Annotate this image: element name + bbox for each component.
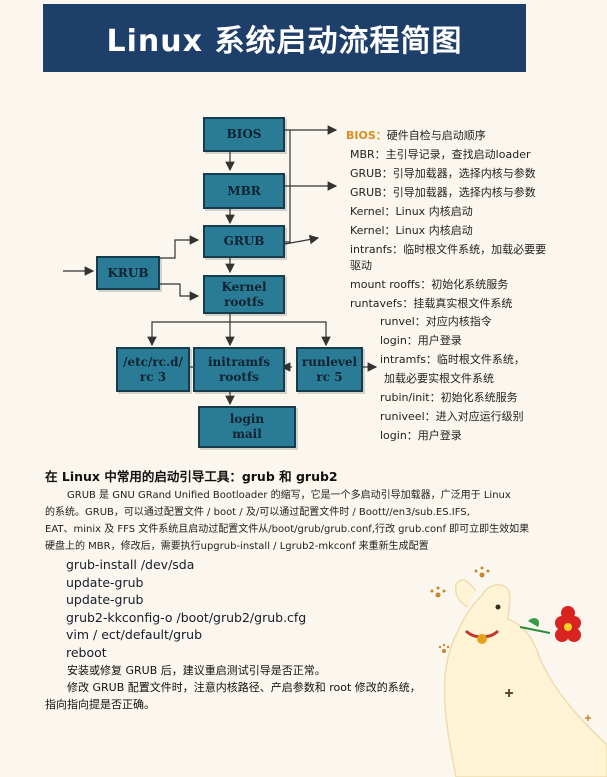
legend-item: Kernel：Linux 内核启动	[346, 202, 546, 221]
legend-item: Kernel：Linux 内核启动	[346, 221, 546, 240]
mbr-label: MBR	[227, 183, 261, 198]
legend-item: mount rooffs：初始化系统服务	[346, 275, 546, 294]
legend2-item: 加载必要实根文件系统	[384, 372, 494, 385]
runlevel-box: runlevel rc 5	[296, 347, 363, 392]
bios-label: BIOS	[226, 127, 262, 141]
paragraph-line: GRUB 是 GNU GRand Unified Bootloader 的缩写，…	[67, 490, 511, 501]
kernel-label-line1: Kernel	[221, 279, 267, 294]
legend-item: 驱动	[346, 256, 546, 275]
page-title: Linux 系统启动流程简图	[43, 4, 526, 72]
legend-item: MBR：主引导记录，查找启动loader	[346, 145, 546, 164]
note-line: 安装或修复 GRUB 后，建议重启测试引导是否正常。	[67, 664, 326, 677]
command-line: grub-install /dev/sda	[66, 557, 195, 572]
etc-rc-label-line1: /etc/rc.d/	[123, 354, 183, 369]
etc-rc-box: /etc/rc.d/ rc 3	[116, 347, 190, 392]
command-line: grub2-kkconfig-o /boot/grub2/grub.cfg	[66, 609, 307, 625]
legend2-item: intramfs：临时根文件系统，	[380, 353, 525, 366]
note-line: 指向指向提是否正确。	[45, 698, 155, 711]
legend-text: 驱动	[350, 259, 372, 272]
note-line: 修改 GRUB 配置文件时，注意内核路径、产启参数和 root 修改的系统，	[67, 681, 421, 694]
paragraph-line: 的系统。GRUB，可以通过配置文件 / boot / 及/可以通过配置文件时 /…	[45, 507, 470, 518]
legend-text: Kernel：Linux 内核启动	[350, 205, 473, 218]
login-label-line1: login	[229, 412, 265, 426]
legend-item: GRUB：引导加载器，选择内核与参数	[346, 183, 546, 202]
kernel-box: Kernel rootfs	[203, 275, 285, 314]
mbr-box: MBR	[203, 173, 285, 209]
grub-box: GRUB	[203, 225, 285, 258]
kernel-label-line2: rootfs	[224, 294, 264, 309]
legend-text: MBR：主引导记录，查找启动loader	[350, 148, 531, 161]
sparkle-icon	[585, 715, 591, 721]
legend-item: intranfs：临时根文件系统，加载必要要	[346, 240, 546, 259]
legend-text: mount rooffs：初始化系统服务	[350, 278, 509, 291]
krub-label: KRUB	[107, 265, 149, 280]
legend-list-secondary: runvel：对应内核指令 login：用户登录 intramfs：临时根文件系…	[380, 312, 525, 445]
initramfs-label-line2: rootfs	[219, 369, 259, 384]
legend-key: BIOS：	[346, 129, 387, 142]
legend-text: Kernel：Linux 内核启动	[350, 224, 473, 237]
legend2-item: rubin/init：初始化系统服务	[380, 391, 518, 404]
paw-icon	[474, 566, 490, 578]
legend-text: runtavefs：挂载真实根文件系统	[350, 297, 513, 310]
paw-icon	[438, 643, 450, 653]
flower-icon	[519, 606, 581, 642]
initramfs-label-line1: initramfs	[207, 354, 271, 369]
initramfs-box: initramfs rootfs	[193, 347, 285, 392]
command-line: reboot	[66, 644, 107, 660]
notes: 安装或修复 GRUB 后，建议重启测试引导是否正常。 修改 GRUB 配置文件时…	[45, 662, 421, 713]
description-paragraph: GRUB 是 GNU GRand Unified Bootloader 的缩写，…	[45, 487, 529, 555]
command-list: grub-install /dev/sda update-grub update…	[66, 556, 306, 661]
command-line: vim / ect/default/grub	[66, 627, 203, 642]
paragraph-line: 硬盘上的 MBR，修改后，需要执行upgrub-install / Lgrub2…	[45, 541, 429, 552]
dog-eye-icon	[495, 604, 501, 610]
login-label-line2: mail	[232, 427, 262, 441]
runlevel-label-line1: runlevel	[301, 354, 358, 369]
paragraph-line: EAT、minix 及 FFS 文件系统且启动过配置文件从/boot/grub/…	[45, 524, 530, 535]
legend2-item: login：用户登录	[380, 334, 462, 347]
legend2-item: runiveel：进入对应运行级别	[380, 410, 524, 423]
legend2-item: login：用户登录	[380, 429, 462, 442]
dog-illustration	[430, 566, 607, 777]
sparkle-icon	[505, 689, 513, 697]
etc-rc-label-line2: rc 3	[139, 369, 167, 384]
command-line: update-grub	[66, 574, 144, 590]
legend-item: runtavefs：挂载真实根文件系统	[346, 294, 546, 313]
legend-item: BIOS：硬件自检与启动顺序	[346, 126, 546, 145]
login-box: login mail	[198, 406, 296, 448]
legend2-item: runvel：对应内核指令	[380, 315, 492, 328]
legend-item: GRUB：引导加载器，选择内核与参数	[346, 164, 546, 183]
grub-label: GRUB	[223, 234, 265, 248]
command-line: update-grub	[66, 592, 144, 607]
legend-text: GRUB：引导加载器，选择内核与参数	[350, 186, 536, 199]
section-heading: 在 Linux 中常用的启动引导工具：grub 和 grub2	[45, 469, 338, 484]
legend-text: 硬件自检与启动顺序	[386, 129, 486, 142]
krub-box: KRUB	[96, 256, 160, 290]
paw-icon	[430, 586, 446, 598]
bios-box: BIOS	[203, 117, 285, 152]
legend-text: GRUB：引导加载器，选择内核与参数	[350, 167, 536, 180]
legend-text: intranfs：临时根文件系统，加载必要要	[350, 243, 547, 256]
legend-list: BIOS：硬件自检与启动顺序 MBR：主引导记录，查找启动loader GRUB…	[346, 126, 546, 313]
runlevel-label-line2: rc 5	[316, 369, 343, 384]
